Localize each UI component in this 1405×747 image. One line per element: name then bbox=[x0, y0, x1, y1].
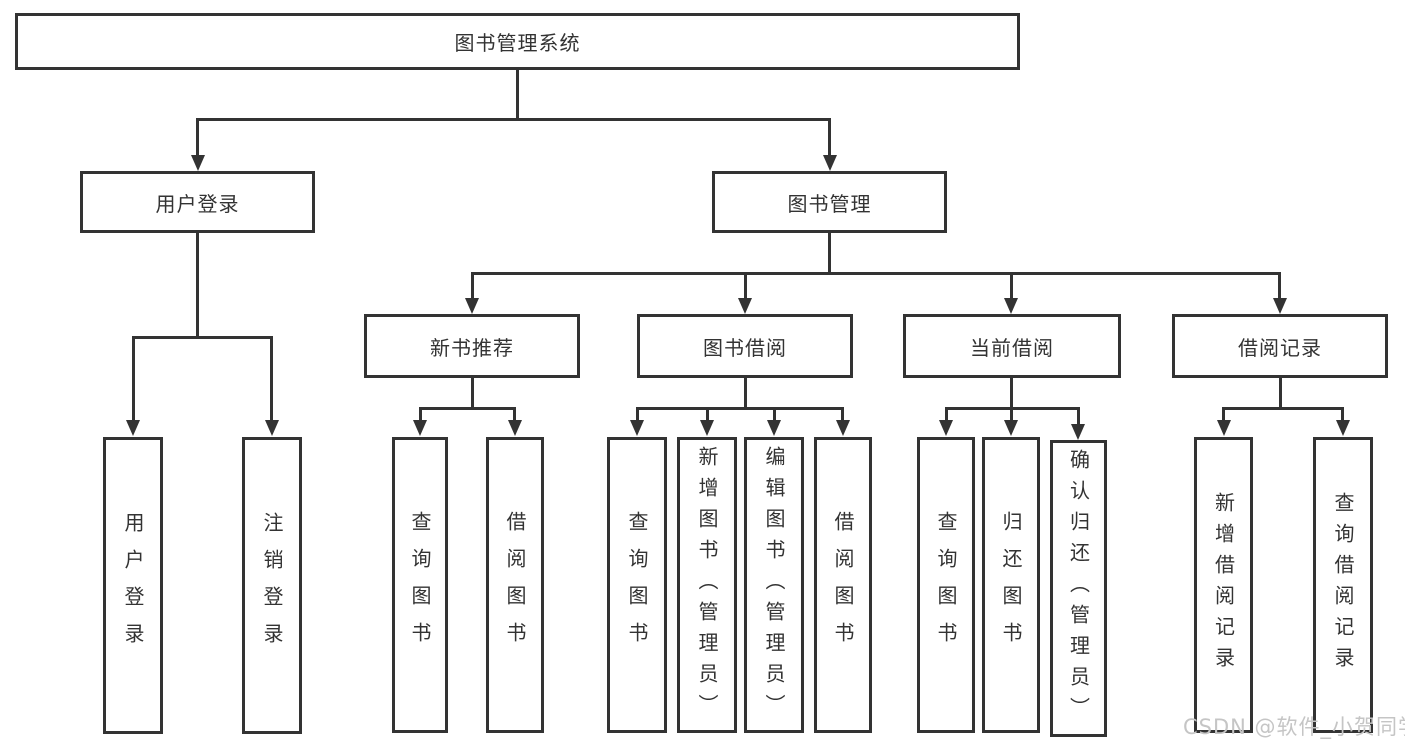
connector-line bbox=[132, 336, 135, 421]
node-label: 归还图书 bbox=[999, 511, 1023, 659]
leaf-return-books: 归还图书 bbox=[982, 437, 1040, 733]
connector-line bbox=[471, 272, 474, 299]
node-label: 借阅记录 bbox=[1238, 335, 1322, 360]
connector-line bbox=[1278, 272, 1281, 299]
leaf-query-books-recommend: 查询图书 bbox=[392, 437, 448, 733]
node-label: 图书借阅 bbox=[703, 335, 787, 360]
node-library-management-system: 图书管理系统 bbox=[15, 13, 1020, 70]
node-label: 图书管理 bbox=[787, 191, 872, 216]
connector-line bbox=[1222, 407, 1225, 421]
node-label: 借阅图书 bbox=[831, 511, 855, 659]
leaf-edit-books-admin: 编辑图书（管理员） bbox=[744, 437, 804, 733]
leaf-borrow-books: 借阅图书 bbox=[814, 437, 872, 733]
node-book-management: 图书管理 bbox=[712, 171, 947, 233]
arrowhead-down-icon bbox=[836, 420, 850, 436]
leaf-add-books-admin: 新增图书（管理员） bbox=[677, 437, 737, 733]
node-label: 用户登录 bbox=[155, 191, 240, 216]
connector-line bbox=[744, 272, 747, 299]
connector-line bbox=[773, 407, 776, 421]
connector-line bbox=[841, 407, 844, 421]
leaf-logout: 注销登录 bbox=[242, 437, 302, 734]
arrowhead-down-icon bbox=[1004, 298, 1018, 314]
node-label: 查询借阅记录 bbox=[1331, 492, 1355, 678]
arrowhead-down-icon bbox=[1217, 420, 1231, 436]
connector-line bbox=[1010, 407, 1013, 421]
arrowhead-down-icon bbox=[630, 420, 644, 436]
arrowhead-down-icon bbox=[465, 298, 479, 314]
connector-line bbox=[1341, 407, 1344, 421]
arrowhead-down-icon bbox=[413, 420, 427, 436]
connector-line bbox=[419, 407, 516, 410]
node-label: 用户登录 bbox=[121, 511, 145, 660]
arrowhead-down-icon bbox=[1336, 420, 1350, 436]
arrowhead-down-icon bbox=[1273, 298, 1287, 314]
node-label: 确认归还（管理员） bbox=[1066, 449, 1091, 728]
connector-line bbox=[471, 272, 1281, 275]
connector-line bbox=[196, 118, 199, 156]
node-book-borrowing: 图书借阅 bbox=[637, 314, 853, 378]
leaf-add-borrow-record: 新增借阅记录 bbox=[1194, 437, 1253, 733]
leaf-user-login: 用户登录 bbox=[103, 437, 163, 734]
connector-line bbox=[636, 407, 639, 421]
node-label: 新增借阅记录 bbox=[1211, 492, 1236, 678]
connector-line bbox=[1077, 407, 1080, 425]
arrowhead-down-icon bbox=[191, 155, 205, 171]
connector-line bbox=[516, 70, 519, 118]
connector-line bbox=[706, 407, 709, 421]
connector-line bbox=[132, 336, 272, 339]
node-label: 新增图书（管理员） bbox=[695, 445, 719, 725]
connector-line bbox=[828, 118, 831, 156]
connector-line bbox=[945, 407, 948, 421]
arrowhead-down-icon bbox=[767, 420, 781, 436]
connector-line bbox=[1279, 378, 1282, 407]
arrowhead-down-icon bbox=[1071, 424, 1085, 440]
node-label: 当前借阅 bbox=[970, 335, 1054, 360]
node-current-borrowing: 当前借阅 bbox=[903, 314, 1121, 378]
connector-line bbox=[196, 118, 831, 121]
connector-line bbox=[744, 378, 747, 407]
node-label: 查询图书 bbox=[934, 511, 958, 659]
node-user-login: 用户登录 bbox=[80, 171, 315, 233]
connector-line bbox=[828, 233, 831, 272]
connector-line bbox=[471, 378, 474, 407]
arrowhead-down-icon bbox=[265, 420, 279, 436]
leaf-borrow-books-recommend: 借阅图书 bbox=[486, 437, 544, 733]
connector-line bbox=[1010, 272, 1013, 299]
connector-line bbox=[636, 407, 843, 410]
arrowhead-down-icon bbox=[1004, 420, 1018, 436]
csdn-watermark: CSDN @软件_小贺同学 bbox=[1183, 715, 1405, 739]
arrowhead-down-icon bbox=[508, 420, 522, 436]
node-label: 查询图书 bbox=[625, 511, 649, 659]
node-borrowing-records: 借阅记录 bbox=[1172, 314, 1388, 378]
leaf-query-books-current: 查询图书 bbox=[917, 437, 975, 733]
arrowhead-down-icon bbox=[700, 420, 714, 436]
node-label: 图书管理系统 bbox=[454, 31, 581, 55]
node-label: 新书推荐 bbox=[430, 335, 514, 360]
connector-line bbox=[1222, 407, 1343, 410]
node-label: 查询图书 bbox=[408, 511, 432, 659]
connector-line bbox=[513, 407, 516, 421]
leaf-query-books-borrowing: 查询图书 bbox=[607, 437, 667, 733]
node-label: 借阅图书 bbox=[503, 511, 527, 659]
node-new-book-recommendation: 新书推荐 bbox=[364, 314, 580, 378]
node-label: 注销登录 bbox=[260, 511, 284, 660]
arrowhead-down-icon bbox=[823, 155, 837, 171]
arrowhead-down-icon bbox=[939, 420, 953, 436]
leaf-confirm-return-admin: 确认归还（管理员） bbox=[1050, 440, 1107, 737]
connector-line bbox=[1010, 378, 1013, 407]
connector-line bbox=[196, 233, 199, 336]
node-label: 编辑图书（管理员） bbox=[762, 445, 786, 725]
leaf-query-borrow-record: 查询借阅记录 bbox=[1313, 437, 1373, 733]
arrowhead-down-icon bbox=[126, 420, 140, 436]
connector-line bbox=[419, 407, 422, 421]
arrowhead-down-icon bbox=[738, 298, 752, 314]
connector-line bbox=[270, 336, 273, 421]
